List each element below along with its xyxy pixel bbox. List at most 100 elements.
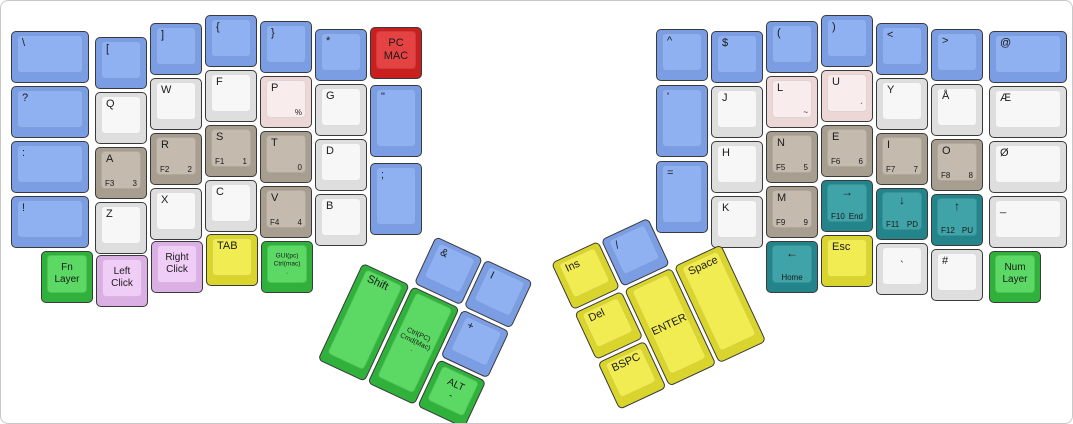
key-c[interactable]: C: [205, 180, 257, 232]
keycap-top: BSPC: [604, 346, 657, 399]
key-h[interactable]: H: [711, 141, 763, 193]
keycap-top: H: [717, 145, 757, 183]
key-x[interactable]: X: [150, 188, 202, 240]
key-rparen[interactable]: ): [821, 15, 873, 67]
key-lparen[interactable]: (: [766, 21, 818, 73]
key-at[interactable]: @: [989, 31, 1067, 83]
key-lbracket[interactable]: [: [95, 37, 147, 89]
key-label: N: [777, 137, 785, 149]
key-exclam[interactable]: !: [11, 196, 89, 248]
key-label: G: [326, 90, 335, 102]
key-label: `: [900, 260, 904, 272]
key-label: }: [271, 27, 275, 39]
key-y[interactable]: Y: [876, 78, 928, 130]
key-caret[interactable]: ^: [656, 29, 708, 81]
key-label: PD: [906, 220, 918, 229]
key-u[interactable]: U´: [821, 70, 873, 122]
key-grave[interactable]: `: [876, 243, 928, 295]
key-label: 6: [858, 157, 863, 166]
key-label: F6: [831, 157, 841, 166]
key-aring[interactable]: Å: [931, 84, 983, 136]
keycap-top: (: [772, 25, 812, 63]
key-lbrace[interactable]: {: [205, 15, 257, 67]
key-label: ^: [667, 35, 673, 47]
keycap-top: ^: [662, 33, 702, 71]
key-semicolon[interactable]: ;: [370, 163, 422, 235]
keycap-top: Q: [101, 96, 141, 134]
key-label: F11: [886, 220, 900, 229]
key-ae[interactable]: Æ: [989, 86, 1067, 138]
key-greater-than[interactable]: >: [931, 29, 983, 81]
key-j[interactable]: J: [711, 86, 763, 138]
key-esc[interactable]: Esc: [821, 235, 873, 287]
key-apostrophe[interactable]: ': [656, 85, 708, 157]
key-dollar[interactable]: $: [711, 31, 763, 83]
key-p[interactable]: P%: [260, 76, 312, 128]
key-q[interactable]: Q: [95, 92, 147, 144]
key-colon[interactable]: :: [11, 141, 89, 193]
key-label: 5: [803, 163, 808, 172]
keycap-top: ←Home: [772, 245, 812, 283]
key-oslash[interactable]: Ø: [989, 141, 1067, 193]
key-less-than[interactable]: <: [876, 23, 928, 75]
key-home[interactable]: ←Home: [766, 241, 818, 293]
key-gui-ctrl[interactable]: GUI(pc)Ctrl(mac).: [261, 241, 313, 293]
key-w[interactable]: W: [150, 78, 202, 130]
key-equals[interactable]: =: [656, 161, 708, 233]
key-hash[interactable]: #: [931, 249, 983, 301]
key-label: /: [613, 239, 622, 252]
key-k[interactable]: K: [711, 196, 763, 248]
key-label: &: [438, 246, 450, 261]
key-label: \: [22, 37, 26, 49]
key-b[interactable]: B: [315, 194, 367, 246]
key-z[interactable]: Z: [95, 202, 147, 254]
key-label: Space: [686, 253, 720, 279]
key-label: @: [1000, 37, 1012, 49]
key-label: !: [22, 202, 26, 214]
key-underscore[interactable]: _: [989, 196, 1067, 248]
key-label: F12: [941, 226, 955, 235]
key-rbrace[interactable]: }: [260, 21, 312, 73]
keycap-top: D: [321, 143, 361, 181]
keycap-top: @: [995, 35, 1061, 73]
key-d[interactable]: D: [315, 139, 367, 191]
key-label: ): [832, 21, 836, 33]
keycap-top: X: [156, 192, 196, 230]
key-f[interactable]: F: [205, 70, 257, 122]
keycap-top: }: [266, 25, 306, 63]
key-tab[interactable]: TAB: [206, 234, 258, 286]
key-e[interactable]: E F6 6: [821, 125, 873, 177]
key-backslash[interactable]: \: [11, 31, 89, 83]
key-rbracket[interactable]: ]: [150, 23, 202, 75]
key-dquote[interactable]: ": [370, 85, 422, 157]
keycap-top: G: [321, 88, 361, 126]
key-label: E: [832, 131, 840, 143]
key-g[interactable]: G: [315, 84, 367, 136]
keycap-top: ): [827, 19, 867, 57]
key-l[interactable]: L~: [766, 76, 818, 128]
key-question[interactable]: ?: [11, 86, 89, 138]
key-asterisk[interactable]: *: [315, 29, 367, 81]
keycap-top: Del: [581, 297, 634, 349]
